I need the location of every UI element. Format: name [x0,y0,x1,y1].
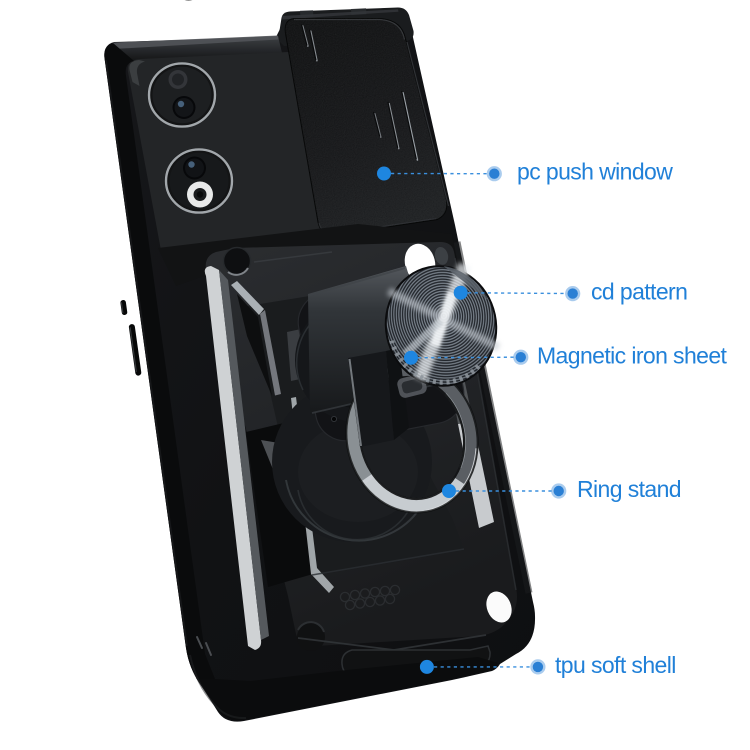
svg-text:tpu soft shell: tpu soft shell [555,652,676,678]
svg-text:cd pattern: cd pattern [591,279,687,305]
svg-text:Magnetic iron sheet: Magnetic iron sheet [537,343,728,369]
svg-text:Ring stand: Ring stand [577,476,681,502]
svg-text:pc push window: pc push window [517,159,673,185]
